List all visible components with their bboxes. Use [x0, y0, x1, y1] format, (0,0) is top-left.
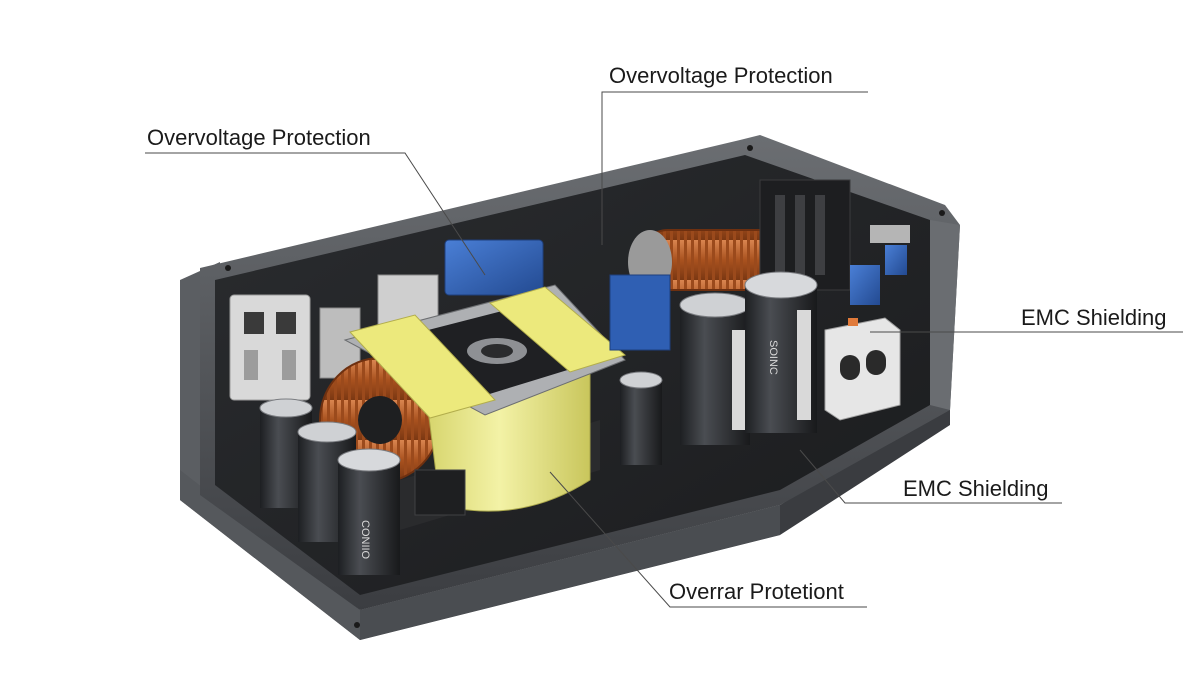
callout-emc-upper: EMC Shielding: [1021, 305, 1167, 330]
screw-hole: [225, 265, 231, 271]
main-transformer: [343, 284, 627, 530]
enclosure-right-wall: [930, 220, 960, 410]
callout-emc-lower: EMC Shielding: [903, 476, 1049, 501]
input-connector: [229, 274, 439, 401]
callout-bottom: Overrar Protetiont: [669, 579, 844, 604]
pin-header: [414, 469, 466, 516]
screw-hole: [939, 210, 945, 216]
callout-overvoltage-top: Overvoltage Protection: [609, 63, 833, 88]
capacitor: [619, 371, 663, 465]
leader-line-right-lower: [799, 449, 1062, 504]
capacitor: [679, 292, 751, 445]
capacitor: SOINC: [744, 271, 818, 433]
leader-line-top-center: [601, 91, 868, 245]
screw-hole: [747, 145, 753, 151]
blue-capacitor: [444, 239, 544, 296]
enclosure-front-lip: [360, 505, 780, 640]
capacitor: CONIIO: [337, 448, 401, 575]
small-blue-components: [850, 225, 910, 305]
core-clamp-tape: [349, 314, 496, 419]
leader-lines: [145, 91, 1183, 608]
core-clamp-tape: [488, 286, 627, 373]
leader-line-bottom-center: [549, 471, 867, 608]
screw-hole: [354, 622, 360, 628]
capacitor-print: SOINC: [767, 340, 779, 375]
capacitor-group-front: CONIIO SOINC: [259, 271, 818, 575]
callout-overvoltage-left: Overvoltage Protection: [147, 125, 371, 150]
capacitor-print: CONIIO: [359, 520, 371, 560]
output-terminal-block: [824, 317, 901, 421]
enclosure-bottom-front: [180, 400, 950, 640]
leader-line-top-left: [145, 152, 486, 276]
